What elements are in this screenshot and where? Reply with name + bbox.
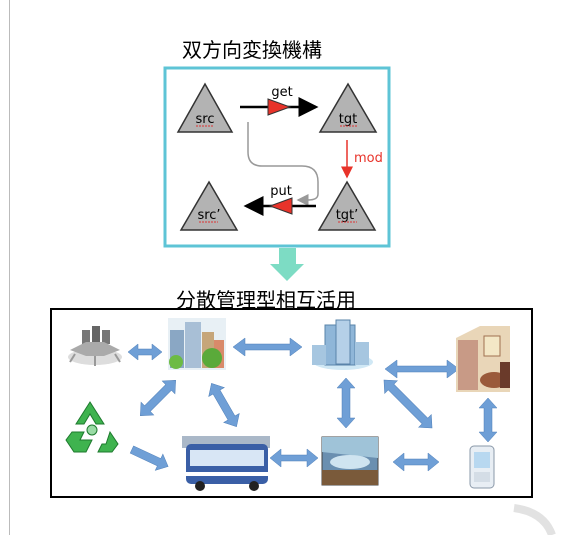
dam-icon: [321, 436, 379, 486]
corner-decoration: [513, 504, 556, 535]
arrow-factory-city: [127, 343, 163, 361]
top-title: 双方向変換機構: [182, 38, 322, 62]
arrow-house-phone: [478, 397, 498, 443]
node-src: src: [176, 82, 234, 133]
page-left-edge: [9, 0, 10, 535]
mod-arrow: mod: [341, 140, 383, 179]
arrow-city-recycle: [140, 380, 176, 416]
transition-arrow: [270, 248, 304, 281]
mod-label: mod: [354, 151, 383, 166]
arrow-city-office: [232, 337, 303, 357]
network-arrows: [127, 337, 498, 472]
node-src-prime: src’: [179, 180, 239, 231]
node-tgt-prime: tgt’: [317, 180, 377, 231]
arrow-office-dam: [336, 377, 356, 429]
arrow-dam-phone: [392, 452, 440, 472]
put-arrow: put: [243, 184, 316, 216]
arrow-office-phone: [383, 379, 433, 429]
put-label: put: [270, 184, 292, 199]
mobile-phone-icon: [469, 445, 495, 489]
put-source-path: [247, 122, 319, 206]
get-label: get: [271, 85, 292, 100]
node-tgt-label: tgt: [339, 112, 357, 127]
office-building-icon: [312, 319, 373, 370]
factory-icon: [68, 326, 122, 366]
get-arrow: get: [240, 85, 319, 117]
node-src-prime-label: src’: [197, 208, 220, 223]
house-interior-icon: [456, 326, 510, 392]
node-src-label: src: [196, 112, 215, 127]
node-tgt: tgt: [318, 82, 378, 133]
node-tgt-prime-label: tgt’: [336, 208, 359, 223]
bus-icon: [182, 436, 270, 491]
arrow-city-bus: [208, 383, 240, 427]
arrow-bus-dam: [269, 448, 319, 468]
arrow-recycle-bus: [129, 445, 169, 471]
recycle-icon: [65, 401, 119, 453]
city-buildings-icon: [168, 318, 226, 370]
